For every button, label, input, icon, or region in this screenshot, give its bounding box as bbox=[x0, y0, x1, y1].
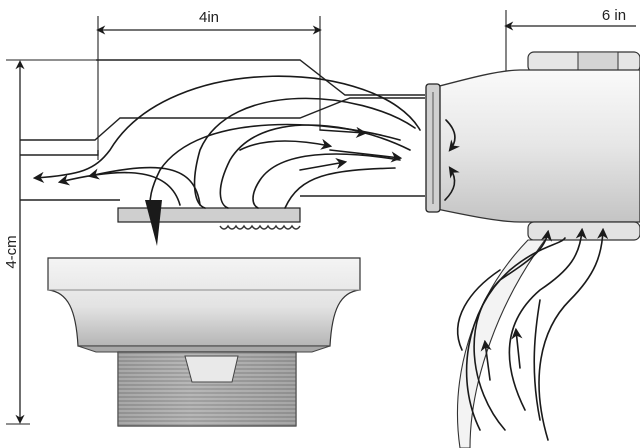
dimension-label-4in: 4in bbox=[199, 9, 219, 26]
dimension-label-6in: 6 in bbox=[602, 7, 626, 24]
left-fitting bbox=[47, 257, 361, 427]
dimension-label-vertical: 4-cm bbox=[3, 235, 20, 268]
right-airflow bbox=[444, 119, 609, 441]
duct-outline bbox=[20, 59, 425, 201]
dimension-4in: 4in bbox=[96, 9, 322, 160]
fan-housing bbox=[425, 51, 640, 448]
nozzle-plate bbox=[117, 200, 301, 246]
left-airflow bbox=[32, 75, 421, 209]
